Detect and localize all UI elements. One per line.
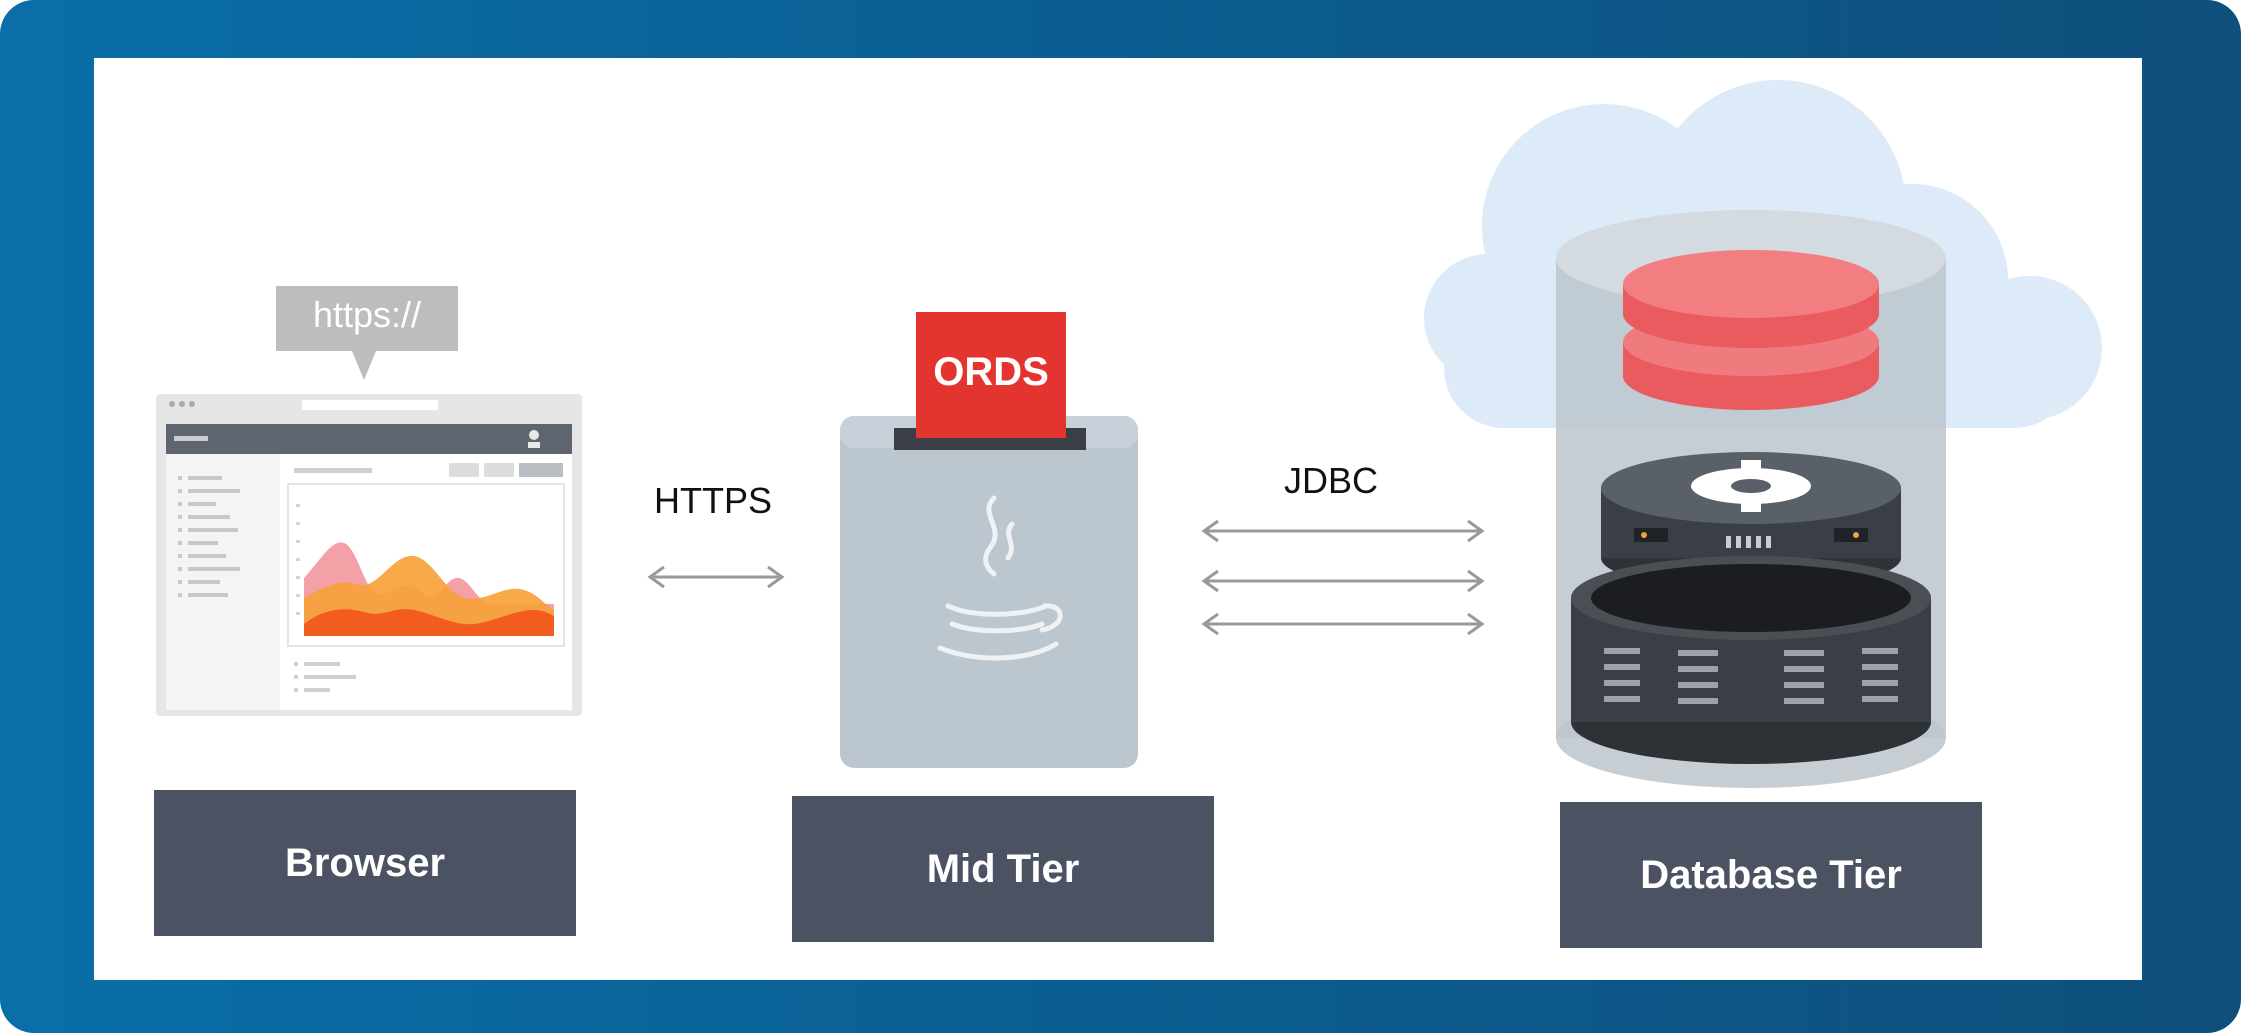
user-icon: [529, 430, 539, 440]
app-header: [166, 424, 572, 454]
ords-badge-text: ORDS: [933, 350, 1049, 394]
module-led-light: [1641, 532, 1647, 538]
java-cup-icon: [937, 495, 1063, 661]
diagram-panel: https:// ORDS HTTPS JDBC Browser Mid Tie…: [94, 58, 2142, 980]
mid-tier-label: Mid Tier: [792, 796, 1214, 942]
base-vents: [1604, 648, 1898, 704]
database-stack-icon: [1556, 210, 1946, 788]
chart-y-ticks: [296, 504, 300, 615]
window-dot: [189, 401, 195, 407]
module-vents: [1726, 536, 1771, 548]
jdbc-label: JDBC: [1284, 460, 1379, 501]
https-label: HTTPS: [654, 480, 773, 521]
chart-area-red: [304, 609, 554, 636]
app-header-logo: [174, 436, 208, 441]
database-tier-label: Database Tier: [1560, 802, 1982, 948]
content-button: [449, 463, 479, 477]
address-bar: [302, 400, 438, 410]
gear-icon: [1691, 460, 1811, 512]
address-bubble: [276, 286, 458, 351]
app-sidebar: [166, 454, 280, 710]
module-led: [1834, 528, 1868, 542]
browser-window-icon: [156, 286, 582, 716]
module-led-light: [1853, 532, 1859, 538]
window-dot: [169, 401, 175, 407]
https-arrow: [647, 565, 785, 589]
address-bubble-tail: [352, 351, 376, 380]
mid-tier-icon: [840, 312, 1138, 768]
server-box: [840, 416, 1138, 768]
jdbc-arrows: [1201, 519, 1485, 636]
ords-badge-tab: [916, 416, 1066, 438]
disk: [1623, 250, 1879, 318]
address-bubble-text: https://: [312, 294, 422, 335]
user-icon-body: [528, 442, 540, 448]
content-button: [484, 463, 514, 477]
content-button-primary: [519, 463, 563, 477]
diagram-graphics: [156, 80, 2102, 788]
window-dot: [179, 401, 185, 407]
content-title-line: [294, 468, 372, 473]
module-led: [1634, 528, 1668, 542]
base-opening: [1591, 564, 1911, 632]
sidebar-lines: [178, 476, 240, 597]
browser-label: Browser: [154, 790, 576, 936]
content-list-lines: [294, 662, 356, 692]
